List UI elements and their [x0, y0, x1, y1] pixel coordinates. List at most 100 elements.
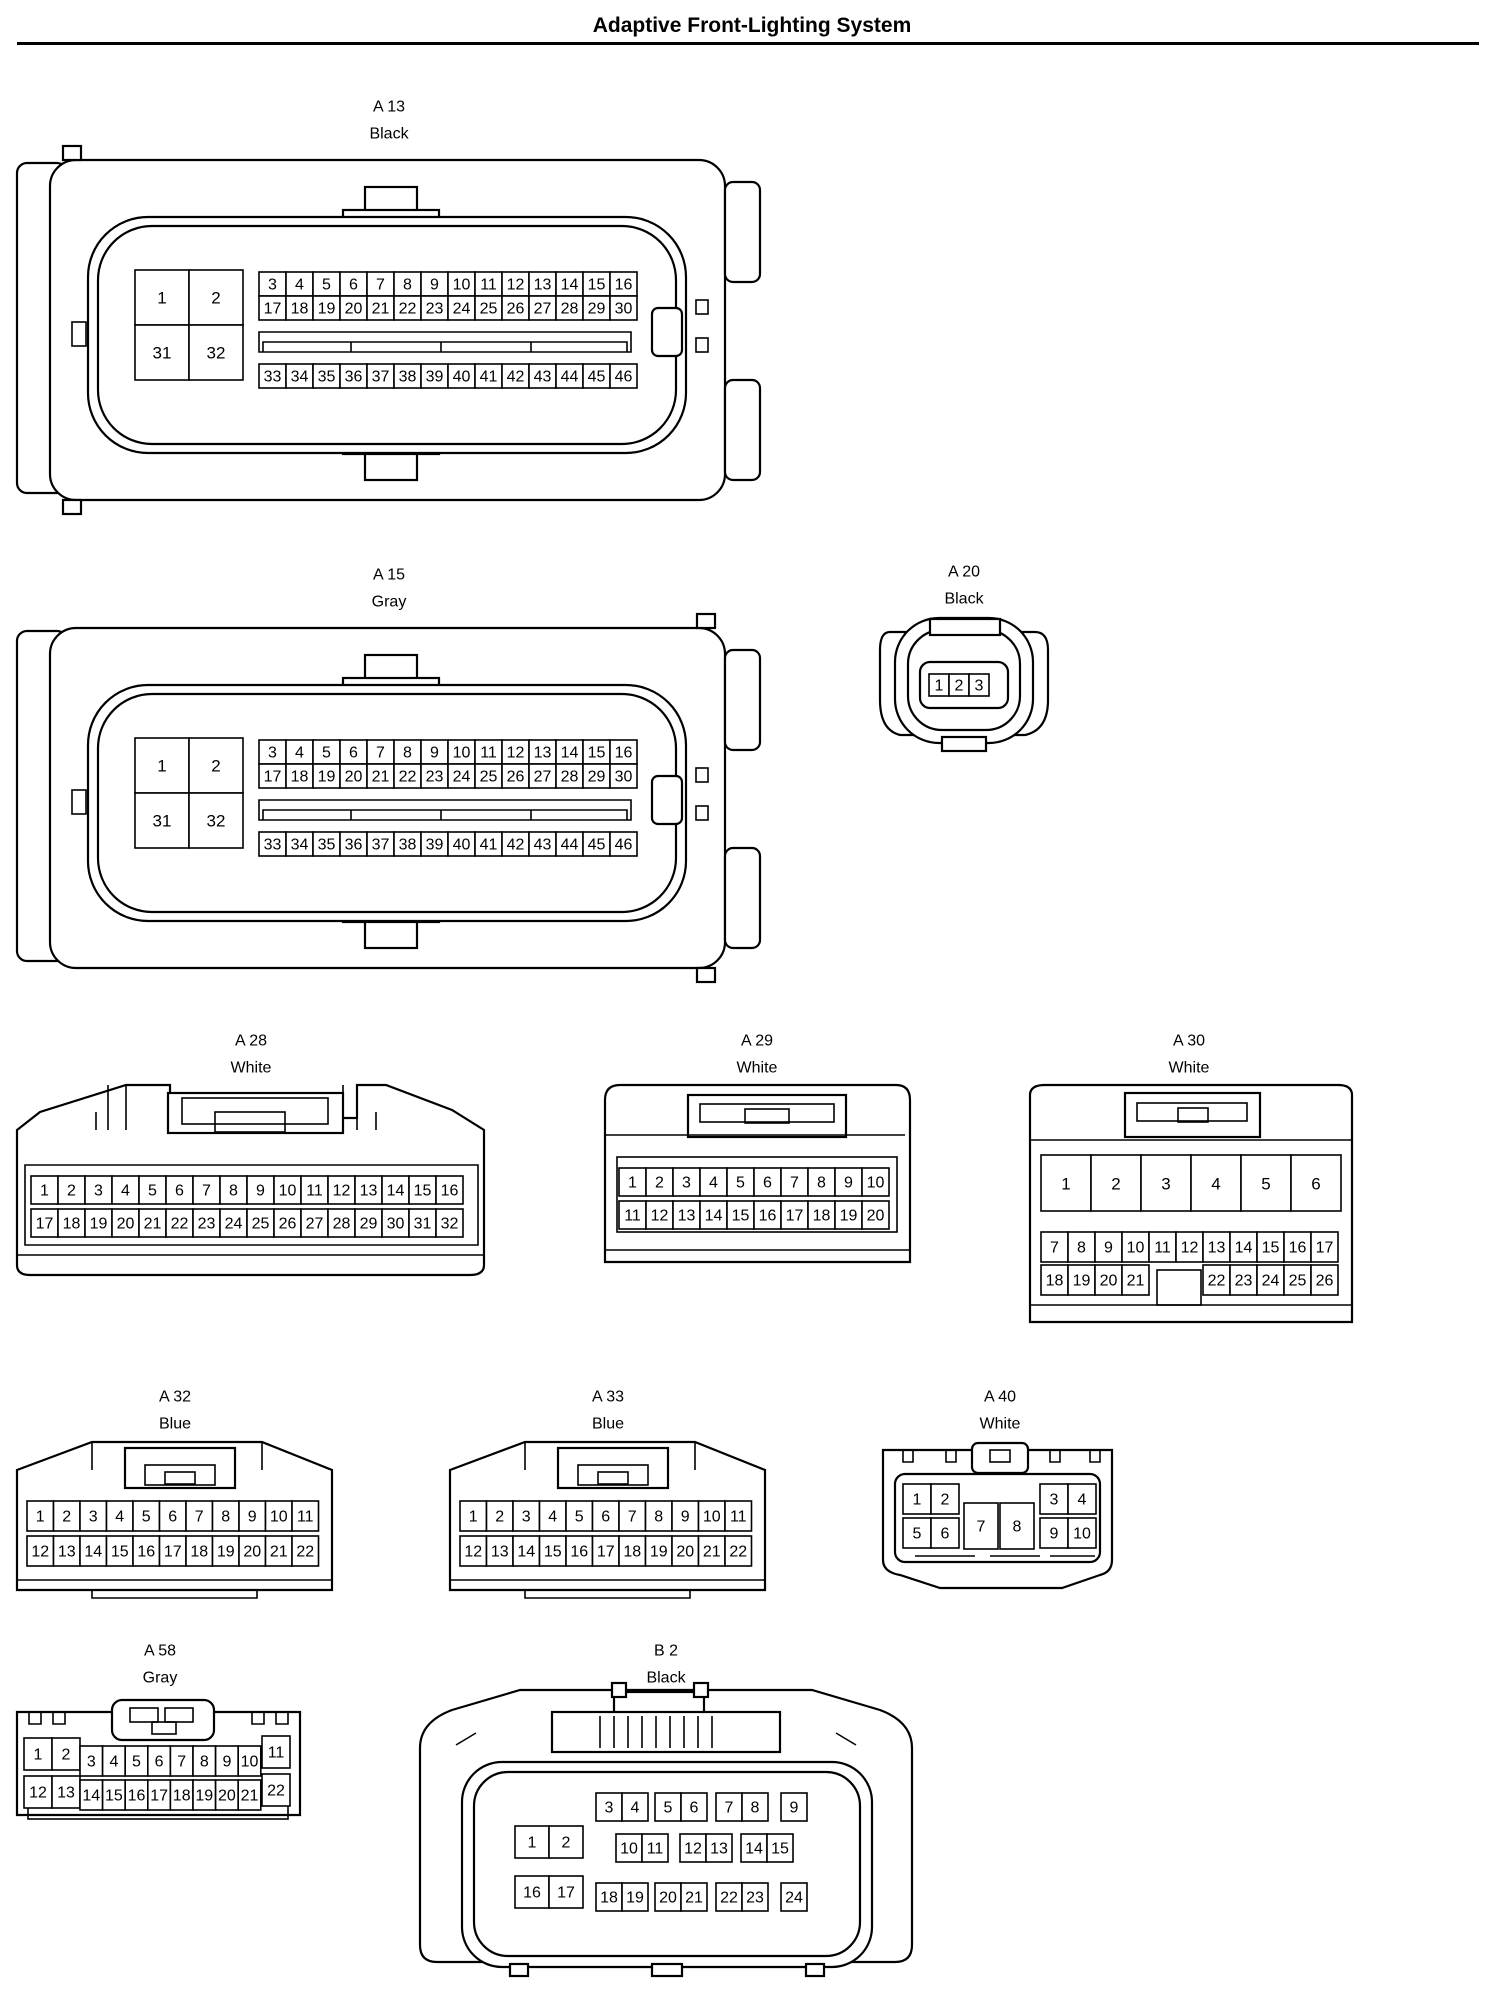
pin-number: 27 — [534, 769, 552, 786]
pin-number: 29 — [588, 769, 606, 786]
pin-cell: 41 — [474, 363, 503, 389]
pin-cell: 24 — [447, 763, 476, 789]
pin-number: 7 — [202, 1183, 211, 1200]
pin-cell: 18 — [185, 1535, 214, 1567]
pin-number: 12 — [333, 1183, 351, 1200]
pin-number: 30 — [615, 301, 633, 318]
pin-cell: 9 — [834, 1167, 863, 1197]
pin-number: 1 — [913, 1492, 922, 1509]
pin-cell: 25 — [474, 295, 503, 321]
pin-cell: 1 — [134, 269, 190, 326]
pin-cell: 16 — [124, 1779, 149, 1811]
pin-cell: 2 — [188, 737, 244, 794]
pin-number: 27 — [534, 301, 552, 318]
pin-cell: 2 — [485, 1500, 514, 1532]
pin-cell: 22 — [165, 1208, 194, 1238]
pin-cell: 43 — [528, 831, 557, 857]
pin-number: 5 — [132, 1754, 141, 1771]
pin-cell: 10 — [447, 739, 476, 765]
pin-cell: 6 — [339, 739, 368, 765]
pin-number: 11 — [480, 745, 497, 762]
pin-number: 7 — [725, 1800, 734, 1817]
pin-number: 40 — [453, 837, 471, 854]
pin-number: 2 — [211, 289, 220, 308]
pin-cell: 7 — [366, 739, 395, 765]
pin-number: 5 — [575, 1509, 584, 1526]
pin-number: 17 — [557, 1885, 575, 1902]
connector-id-label: A 33 — [592, 1389, 624, 1406]
pin-cell: 21 — [1121, 1264, 1150, 1296]
pin-number: 1 — [528, 1835, 537, 1852]
pin-cell: 16 — [565, 1535, 594, 1567]
pin-cell: 17 — [158, 1535, 187, 1567]
pin-cell: 7 — [618, 1500, 647, 1532]
pin-cell: 20 — [238, 1535, 267, 1567]
pin-cell: 18 — [285, 295, 314, 321]
pin-cell: 20 — [654, 1882, 682, 1912]
pin-number: 22 — [720, 1890, 738, 1907]
pin-number: 1 — [34, 1747, 43, 1764]
pin-number: 1 — [628, 1175, 637, 1192]
pin-number: 24 — [225, 1216, 243, 1233]
pin-cell: 20 — [214, 1779, 240, 1811]
pin-number: 41 — [480, 837, 498, 854]
pin-cell: 19 — [312, 763, 341, 789]
pin-cell: 12 — [1175, 1231, 1204, 1263]
pin-number: 21 — [372, 769, 390, 786]
connector-color-label: Black — [646, 1670, 686, 1687]
pin-number: 23 — [426, 301, 444, 318]
pin-cell: 22 — [291, 1535, 320, 1567]
pin-cell: 18 — [807, 1200, 836, 1230]
pin-cell: 14 — [555, 271, 584, 297]
pin-number: 4 — [109, 1754, 118, 1771]
pin-cell: 42 — [501, 363, 530, 389]
pin-cell: 12 — [501, 739, 530, 765]
pin-cell: 10 — [615, 1833, 643, 1863]
pin-cell: 45 — [582, 831, 611, 857]
pin-number: 6 — [1311, 1175, 1320, 1194]
pin-cell: 26 — [501, 763, 530, 789]
pin-number: 18 — [623, 1544, 641, 1561]
connector-color-label: White — [1169, 1060, 1210, 1077]
pin-number: 7 — [195, 1509, 204, 1526]
pin-cell: 21 — [366, 295, 395, 321]
pin-number: 12 — [684, 1841, 702, 1858]
pin-cell: 12 — [23, 1775, 53, 1809]
pin-number: 5 — [736, 1175, 745, 1192]
pin-number: 15 — [771, 1841, 789, 1858]
pin-number: 33 — [264, 369, 282, 386]
pin-number: 15 — [105, 1788, 123, 1805]
pin-number: 2 — [211, 757, 220, 776]
pin-number: 14 — [705, 1208, 723, 1225]
pin-cell: 16 — [753, 1200, 782, 1230]
pin-number: 11 — [480, 277, 497, 294]
pin-cell: 14 — [381, 1175, 410, 1205]
pin-number: 2 — [941, 1492, 950, 1509]
pin-number: 23 — [426, 769, 444, 786]
pin-cell: 32 — [435, 1208, 464, 1238]
pin-cell: 12 — [327, 1175, 356, 1205]
pin-cell: 4 — [101, 1745, 126, 1777]
pin-number: 10 — [270, 1509, 288, 1526]
pin-cell: 3 — [258, 271, 287, 297]
pin-number: 10 — [867, 1175, 885, 1192]
pin-number: 13 — [58, 1544, 76, 1561]
pin-number: 1 — [157, 757, 166, 776]
pin-cell: 1 — [23, 1737, 53, 1771]
pin-cell: 6 — [158, 1500, 187, 1532]
pin-number: 17 — [264, 301, 282, 318]
pin-number: 3 — [522, 1509, 531, 1526]
pin-number: 30 — [387, 1216, 405, 1233]
pin-cell: 2 — [948, 673, 970, 697]
pin-cell: 15 — [582, 739, 611, 765]
pin-cell: 6 — [165, 1175, 194, 1205]
pin-number: 4 — [295, 277, 304, 294]
pin-cell: 23 — [192, 1208, 221, 1238]
pin-cell: 24 — [447, 295, 476, 321]
pin-cell: 33 — [258, 831, 287, 857]
pin-number: 10 — [1073, 1526, 1091, 1543]
